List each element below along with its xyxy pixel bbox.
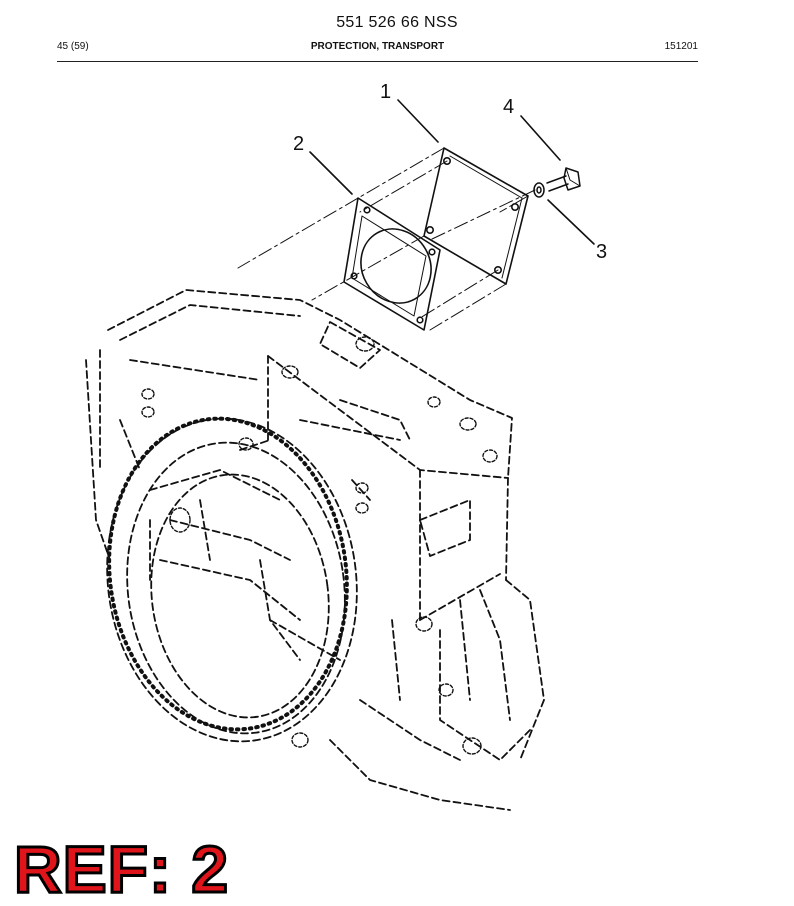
bolt (546, 167, 581, 192)
callout-number-3: 3 (596, 241, 607, 263)
document-number: 551 526 66 NSS (336, 14, 458, 31)
callout-number-2: 2 (293, 133, 304, 155)
gasket (343, 197, 441, 331)
date-code: 151201 (664, 41, 698, 52)
callout-leader-1 (397, 99, 439, 143)
alignment-lines (237, 147, 536, 331)
housing-bosses (141, 336, 498, 755)
page-index: 45 (59) (57, 41, 89, 52)
header-row: 45 (59) PROTECTION, TRANSPORT 151201 (57, 41, 698, 55)
header-divider (57, 61, 698, 62)
callout-leader-4 (520, 115, 561, 161)
flywheel-housing (85, 289, 545, 811)
section-title: PROTECTION, TRANSPORT (310, 41, 445, 52)
callout-number-4: 4 (503, 96, 514, 118)
reference-label: REF: 2 (12, 832, 230, 906)
callout-leader-3 (547, 199, 595, 245)
parts-drawing: 1 2 4 3 (85, 81, 607, 811)
cover-plate (423, 147, 529, 285)
callout-number-1: 1 (380, 81, 391, 103)
ring-gear-teeth (107, 416, 349, 732)
callout-leader-2 (309, 151, 353, 195)
